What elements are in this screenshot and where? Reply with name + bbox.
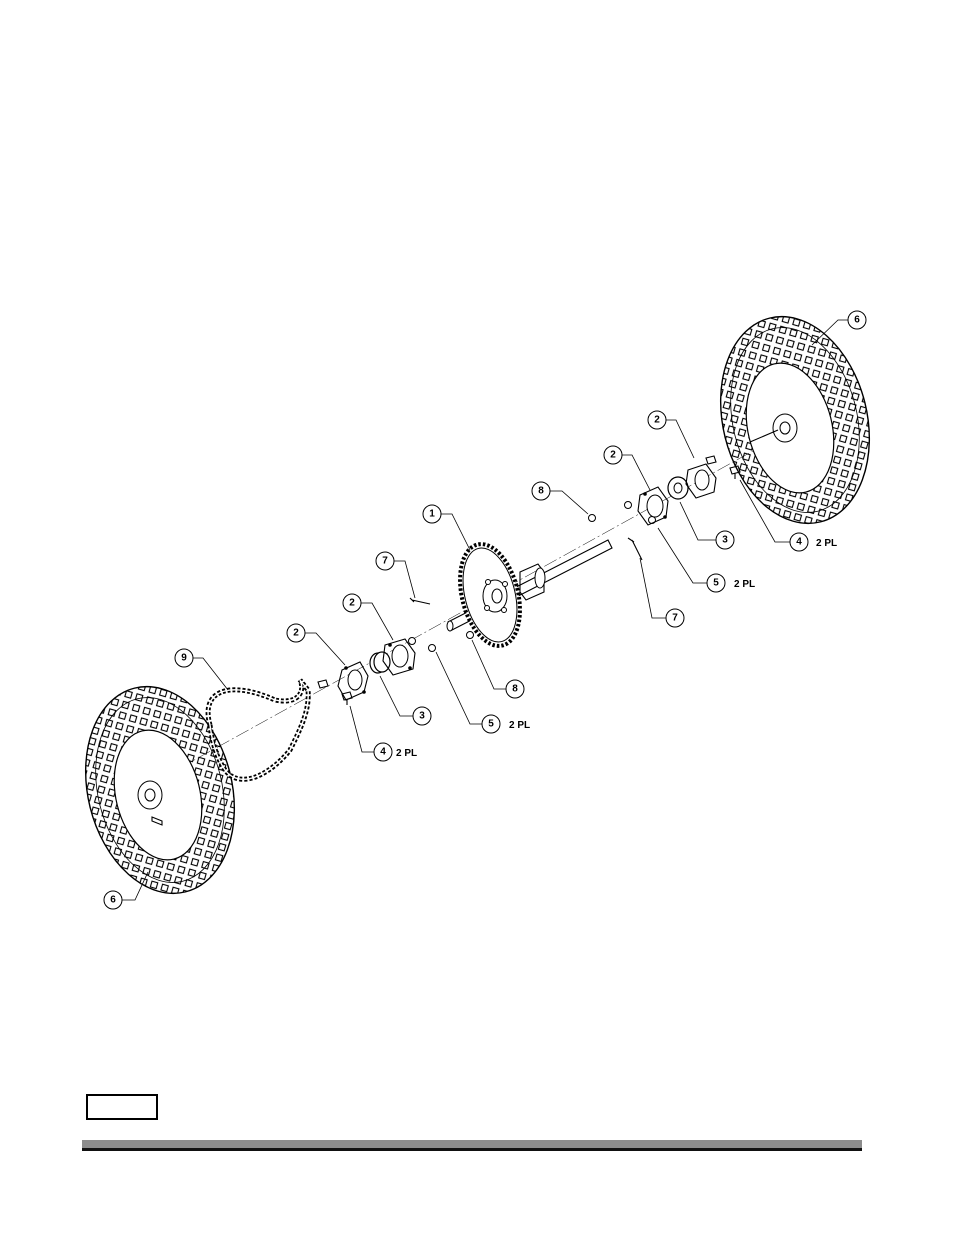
- right-flange-bearing-outer: [686, 464, 716, 498]
- svg-text:2: 2: [610, 450, 616, 461]
- callout-8a: 8: [532, 482, 550, 500]
- left-carriage-bolt: [410, 598, 430, 604]
- svg-text:4: 4: [380, 747, 386, 758]
- svg-text:3: 3: [722, 535, 728, 546]
- page-number-box: [86, 1094, 158, 1120]
- callout-5b: 5: [482, 715, 500, 733]
- callout-9: 9: [175, 649, 193, 667]
- callout-2c: 2: [287, 624, 305, 642]
- callout-3a: 3: [716, 531, 734, 549]
- left-collar: [370, 652, 390, 673]
- right-carriage-bolt: [628, 538, 642, 560]
- svg-text:2: 2: [349, 598, 355, 609]
- svg-text:7: 7: [382, 556, 388, 567]
- left-wheel: [65, 671, 256, 910]
- right-collar: [668, 477, 688, 499]
- callout-6a: 6: [848, 311, 866, 329]
- svg-text:2: 2: [654, 415, 660, 426]
- drive-chain: [208, 680, 308, 779]
- callout-2b: 2: [648, 411, 666, 429]
- qty-note-5b: 2 PL: [509, 720, 530, 731]
- svg-text:6: 6: [854, 315, 860, 326]
- callout-2a: 2: [604, 446, 622, 464]
- callout-5a: 5: [707, 574, 725, 592]
- svg-text:2: 2: [293, 628, 299, 639]
- callout-7b: 7: [666, 609, 684, 627]
- right-nuts: [589, 502, 656, 524]
- svg-text:7: 7: [672, 613, 678, 624]
- svg-text:5: 5: [713, 578, 719, 589]
- svg-text:1: 1: [429, 509, 435, 520]
- svg-text:3: 3: [419, 711, 425, 722]
- footer-rule: [82, 1140, 862, 1148]
- qty-note-4a: 2 PL: [816, 538, 837, 549]
- svg-text:8: 8: [512, 684, 518, 695]
- footer-rule-dark: [82, 1148, 862, 1151]
- callout-1: 1: [423, 505, 441, 523]
- callout-7a: 7: [376, 552, 394, 570]
- callout-3b: 3: [413, 707, 431, 725]
- callout-8b: 8: [506, 680, 524, 698]
- svg-text:6: 6: [110, 895, 116, 906]
- right-wheel: [700, 301, 891, 540]
- callout-4b: 4: [374, 743, 392, 761]
- qty-note-5a: 2 PL: [734, 579, 755, 590]
- svg-text:5: 5: [488, 719, 494, 730]
- callout-4a: 4: [790, 533, 808, 551]
- qty-note-4b: 2 PL: [396, 748, 417, 759]
- left-bolts: [318, 680, 352, 705]
- svg-text:8: 8: [538, 486, 544, 497]
- hub-nut: [467, 632, 474, 639]
- callout-6b: 6: [104, 891, 122, 909]
- callout-2d: 2: [343, 594, 361, 612]
- svg-text:4: 4: [796, 537, 802, 548]
- svg-text:9: 9: [181, 653, 187, 664]
